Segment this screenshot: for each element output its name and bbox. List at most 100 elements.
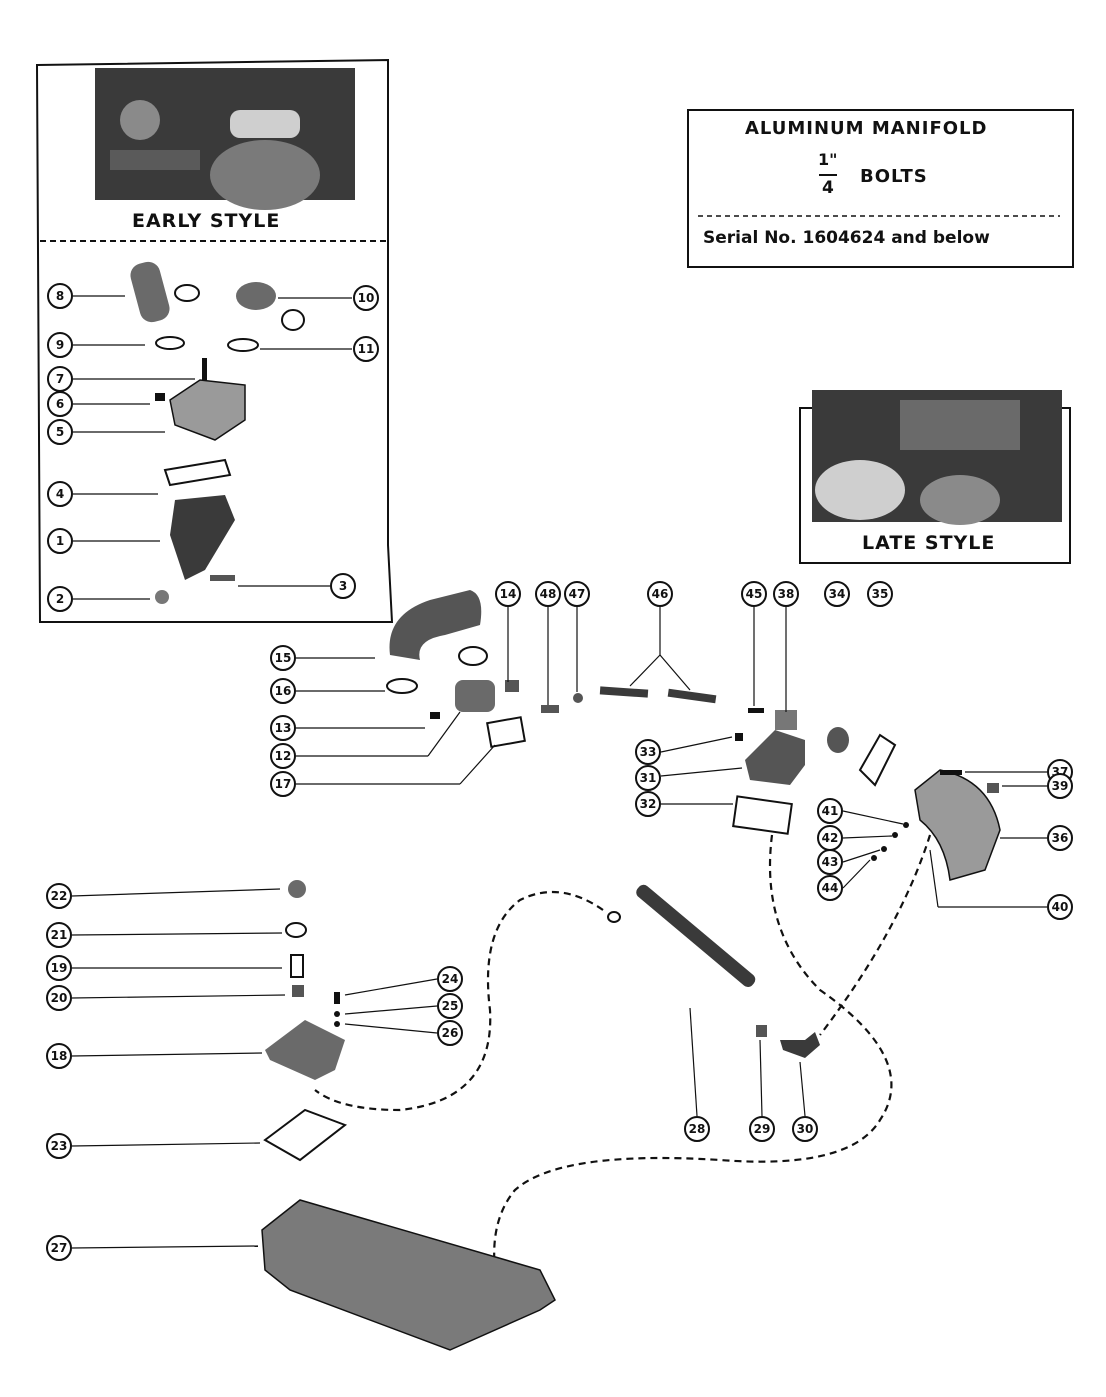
part-13-screw [430,712,440,719]
callout-6: 6 [47,391,73,417]
part-38-bracket [775,710,797,730]
part-46-hoses [599,686,717,704]
part-8-hose [130,261,170,323]
callout-47: 47 [564,581,590,607]
callout-30: 30 [792,1116,818,1142]
part-19-spring [290,954,304,978]
callout-18: 18 [46,1043,72,1069]
callout-43: 43 [817,849,843,875]
part-17-gasket [486,716,526,748]
callout-19: 19 [46,955,72,981]
early-style-engine-photo [95,68,355,210]
callout-24: 24 [437,966,463,992]
callout-15: 15 [270,645,296,671]
part-23-gasket [263,1108,348,1162]
callout-36: 36 [1047,825,1073,851]
callout-34: 34 [824,581,850,607]
part-31-housing [745,730,805,785]
callout-5: 5 [47,419,73,445]
part-5-housing [169,379,246,441]
callout-39: 39 [1047,773,1073,799]
part-20-valve [292,985,304,997]
callout-16: 16 [270,678,296,704]
part-28-hose [636,884,756,988]
title-box-frame [687,109,1074,268]
callout-44: 44 [817,875,843,901]
callout-41: 41 [817,798,843,824]
part-48-fitting [541,705,559,713]
callout-8: 8 [47,283,73,309]
part-35-gasket [858,733,897,787]
part-22-cap [288,880,306,898]
title-line1: ALUMINUM MANIFOLD [745,118,988,139]
callout-13: 13 [270,715,296,741]
early-style-frame [35,58,394,623]
part-32-gasket [732,795,793,835]
part-24-26-hardware [334,992,340,1027]
callout-38: 38 [773,581,799,607]
part-36-elbow [914,769,1001,881]
callout-4: 4 [47,481,73,507]
part-18-cover [265,1020,345,1080]
part-12-fitting [455,680,495,712]
part-3-bolt [210,575,235,581]
callout-31: 31 [635,765,661,791]
callout-29: 29 [749,1116,775,1142]
callout-35: 35 [867,581,893,607]
title-fraction-numerator: 1" [818,150,838,169]
part-6-screw [155,393,165,401]
callout-2: 2 [47,586,73,612]
late-style-engine-photo [812,390,1062,525]
callout-20: 20 [46,985,72,1011]
part-hose-clamp-top [607,911,621,923]
callout-7: 7 [47,366,73,392]
callout-17: 17 [270,771,296,797]
part-1-thermostat-cover [170,495,235,580]
part-37-bolt [940,770,962,775]
callout-45: 45 [741,581,767,607]
callout-42: 42 [817,825,843,851]
part-8-clamp [174,284,200,302]
title-bolts: BOLTS [860,166,928,187]
part-10-hose [236,282,276,310]
callout-46: 46 [647,581,673,607]
part-29-fitting [756,1025,767,1037]
part-16-clamp [386,678,418,694]
part-4-gasket [163,458,232,487]
callout-11: 11 [353,336,379,362]
callout-3: 3 [330,573,356,599]
callout-26: 26 [437,1020,463,1046]
hose-routing-dashed [314,834,932,1271]
callout-48: 48 [535,581,561,607]
part-14-fitting [505,680,519,692]
callout-1: 1 [47,528,73,554]
part-45-screw [748,708,764,713]
callout-22: 22 [46,883,72,909]
part-9-clamp [155,336,185,350]
leader-lines-middle [296,607,1047,908]
callout-9: 9 [47,332,73,358]
callout-21: 21 [46,922,72,948]
part-15-elbow-hose [389,590,482,660]
part-34-plug [827,727,849,753]
title-fraction-denominator: 4 [822,178,834,198]
leader-lines-lower [71,888,806,1249]
part-11-clamp [227,338,259,352]
callout-28: 28 [684,1116,710,1142]
part-39-plug [987,783,999,793]
part-33-screw [735,733,743,741]
callout-25: 25 [437,993,463,1019]
early-style-caption: EARLY STYLE [132,210,281,232]
callout-12: 12 [270,743,296,769]
part-2-thermostat [155,590,169,604]
title-serial: Serial No. 1604624 and below [703,228,990,248]
callout-10: 10 [353,285,379,311]
part-10-clamp [281,309,305,331]
part-7-bolt [202,358,207,380]
part-41-44-small-parts [871,822,909,861]
leader-lines-early [73,295,352,600]
part-27-manifold [261,1199,556,1351]
late-style-caption: LATE STYLE [862,532,996,554]
callout-33: 33 [635,739,661,765]
